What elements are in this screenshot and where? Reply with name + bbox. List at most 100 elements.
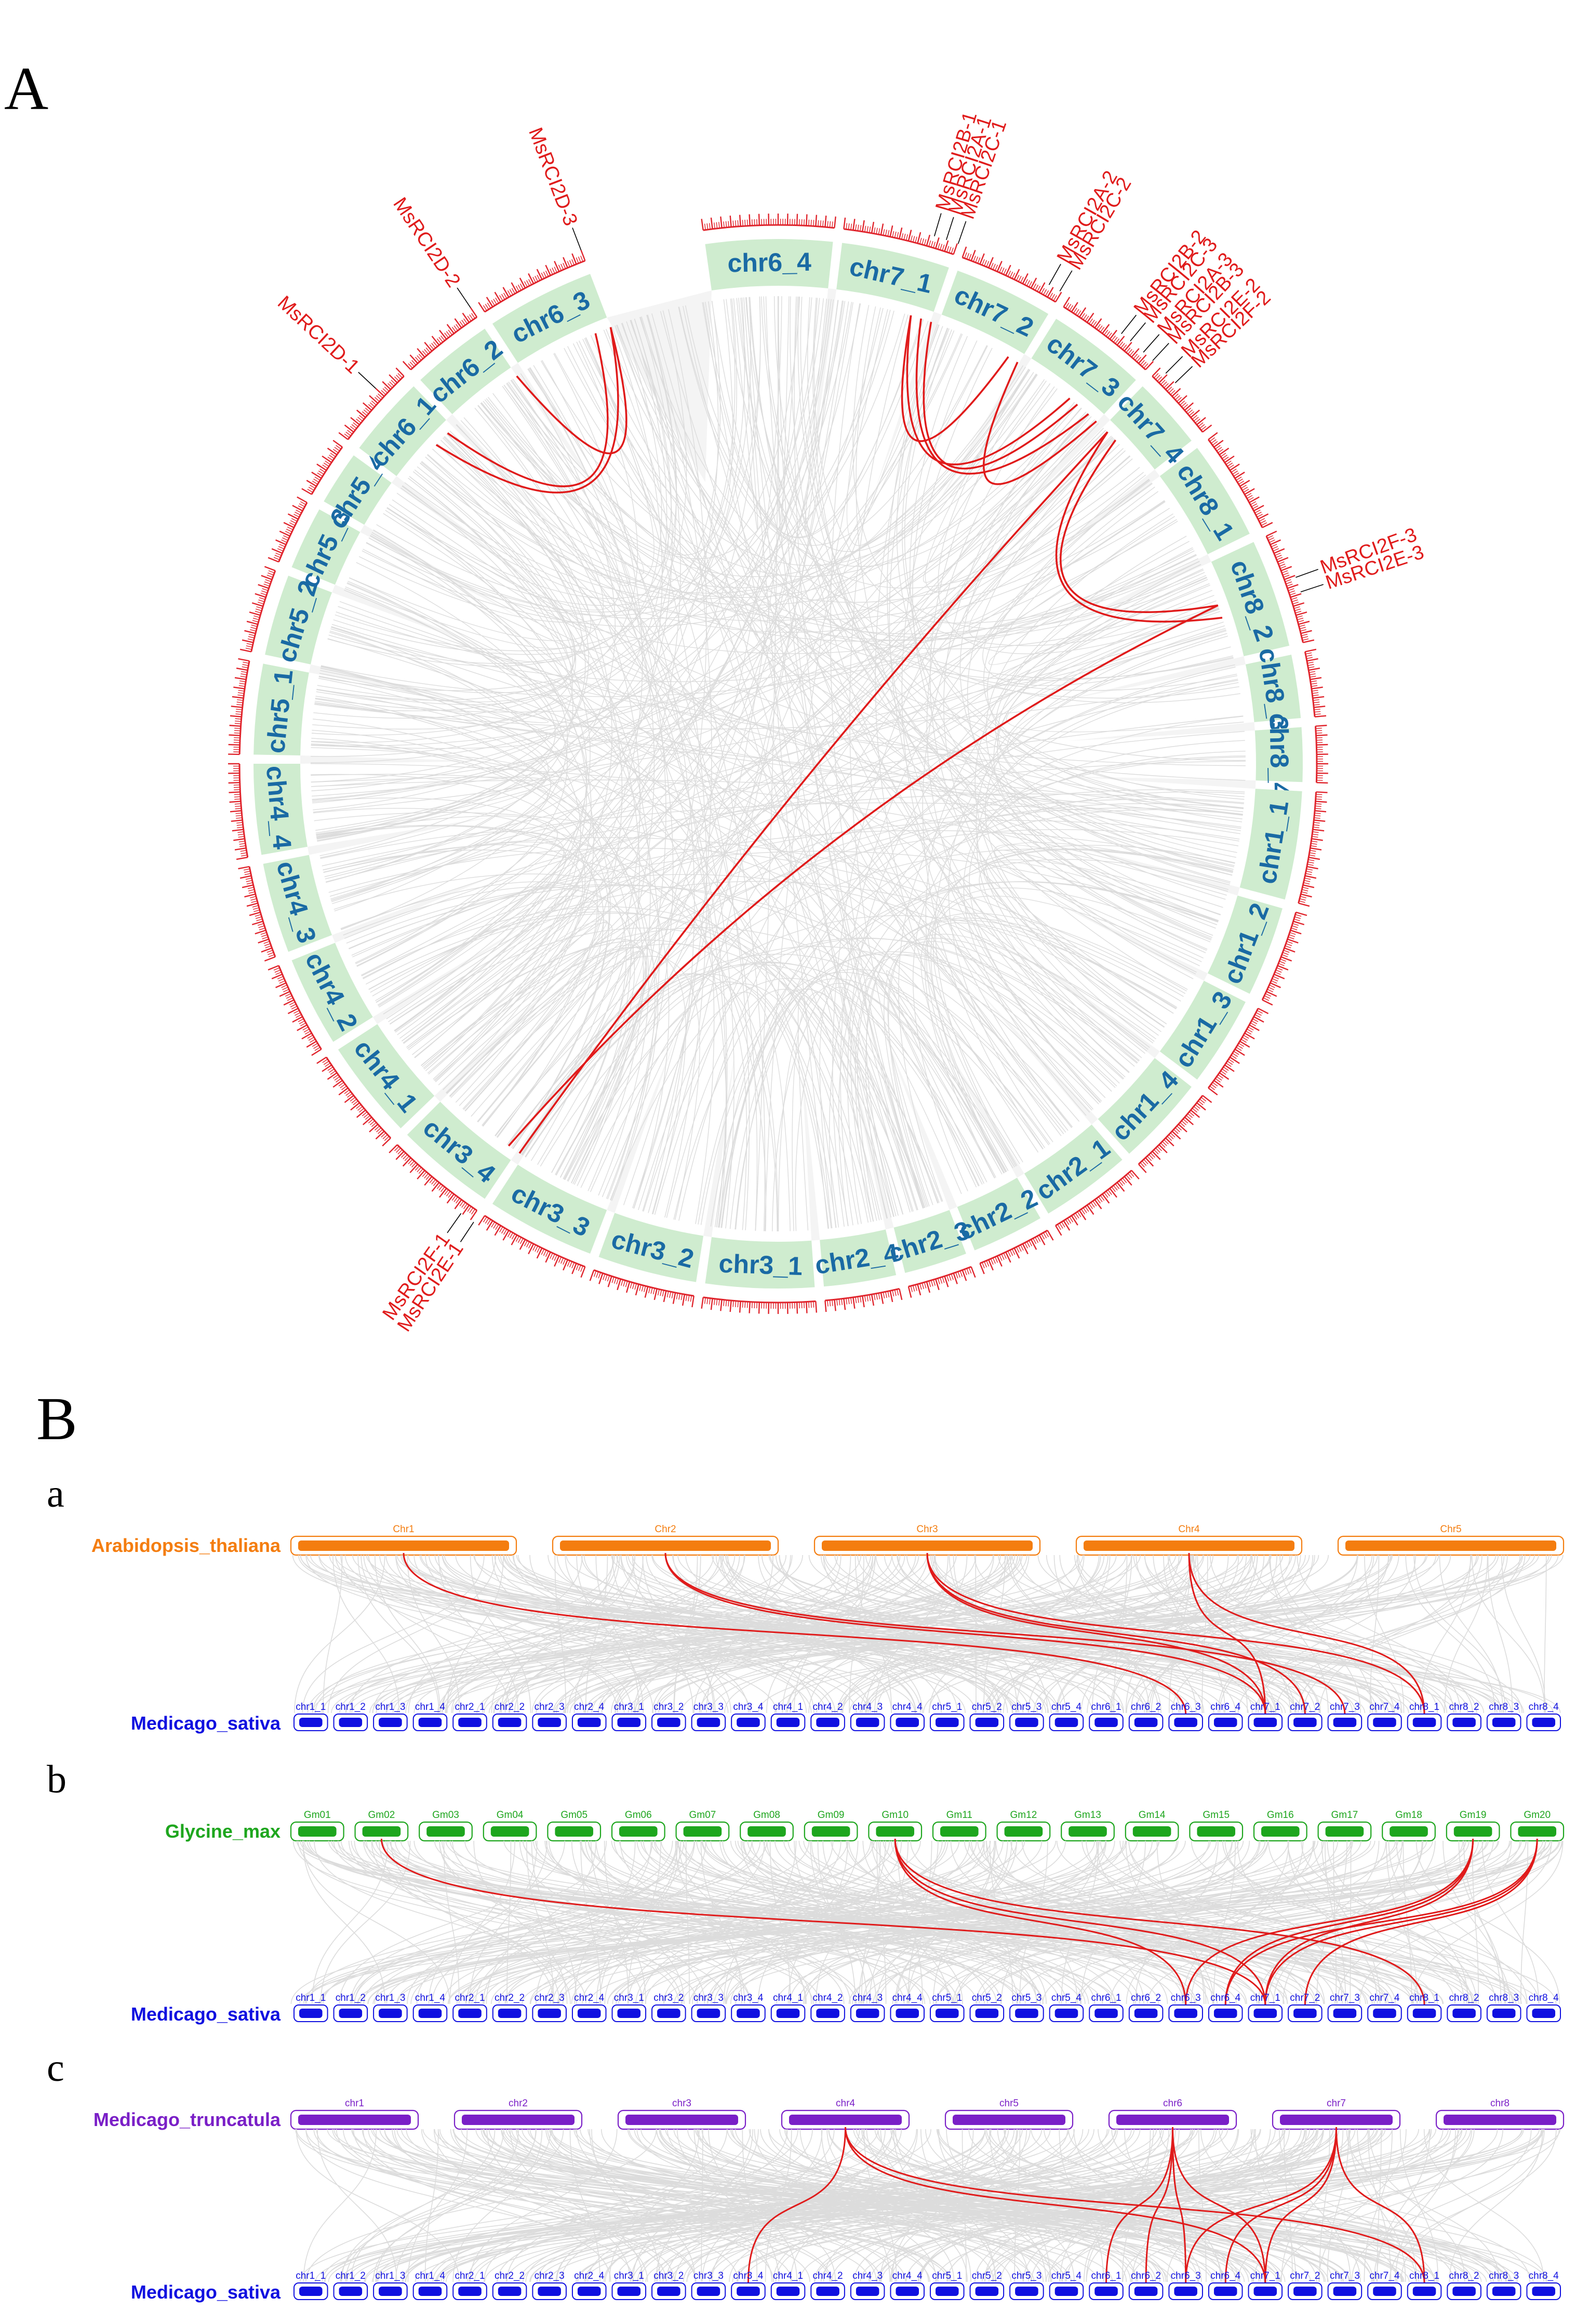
background-link [557, 1840, 977, 2004]
chromosome-bar [1253, 1718, 1277, 1727]
tick-mark [1236, 476, 1242, 481]
tick-mark [928, 1281, 931, 1287]
tick-mark [279, 980, 286, 984]
background-link [1364, 2129, 1393, 2282]
background-link [1172, 1555, 1374, 1714]
tick-mark [1293, 921, 1305, 925]
tick-mark [885, 229, 887, 236]
background-link [332, 1555, 400, 1714]
tick-mark [495, 1224, 499, 1230]
chromosome-label: chr4_3 [852, 1702, 883, 1712]
tick-mark [1240, 485, 1247, 489]
tick-mark [344, 1095, 354, 1103]
background-link [344, 1555, 857, 1714]
tick-mark [507, 290, 512, 297]
tick-mark [563, 262, 566, 269]
chromosome-bar [1452, 2009, 1476, 2018]
background-link [372, 2129, 551, 2282]
tick-mark [338, 1087, 349, 1096]
tick-mark [1315, 808, 1321, 809]
tick-mark [369, 402, 375, 407]
tick-mark [848, 223, 850, 230]
background-link [363, 2129, 611, 2282]
tick-mark [246, 882, 253, 885]
tick-baseline [347, 375, 405, 440]
background-synteny-links [295, 2129, 1561, 2282]
tick-mark [729, 215, 732, 228]
background-link [437, 1555, 838, 1714]
tick-mark [235, 720, 242, 722]
tick-mark [554, 261, 560, 272]
tick-mark [1013, 1247, 1020, 1259]
background-link [302, 1840, 450, 2004]
tick-baseline [484, 260, 585, 313]
background-link [314, 700, 551, 902]
rci2-link [1336, 2127, 1425, 2283]
tick-mark [357, 1106, 363, 1111]
chromosome-label: chr1_1 [296, 2270, 326, 2281]
tick-mark [230, 715, 242, 718]
tick-mark [1293, 606, 1300, 609]
tick-mark [933, 1279, 936, 1286]
tick-mark [1164, 383, 1169, 388]
tick-mark [1126, 1175, 1131, 1180]
chromosome-label: chr5_3 [1011, 1993, 1041, 2003]
tick-mark [1312, 836, 1318, 838]
tick-mark [1308, 854, 1315, 857]
tick-mark [558, 264, 562, 271]
background-link [336, 456, 582, 663]
tick-mark [307, 488, 313, 493]
tick-mark [1312, 692, 1319, 694]
chromosome-bar [379, 2287, 402, 2296]
tick-mark [1167, 387, 1172, 392]
background-link [823, 1555, 1269, 1714]
background-link [866, 1555, 1358, 1714]
background-link [303, 2129, 377, 2282]
tick-mark [448, 329, 452, 335]
chromosome-outline [930, 2282, 965, 2300]
tick-mark [282, 537, 288, 541]
chromosome-bar [339, 1718, 363, 1727]
chromosome-label: chr7_2 [1290, 1702, 1320, 1712]
chromosome-outline [412, 2282, 448, 2300]
tick-mark [499, 295, 503, 301]
background-link [1062, 2129, 1444, 2282]
tick-mark [1129, 1172, 1134, 1177]
chromosome-bar [1373, 2287, 1396, 2296]
tick-mark [459, 1201, 464, 1206]
tick-mark [625, 1281, 628, 1287]
gene-pointer-line [1143, 334, 1160, 353]
tick-mark [1298, 620, 1304, 622]
background-link [312, 1555, 1204, 1714]
background-link [443, 799, 1244, 1090]
tick-baseline [410, 316, 477, 370]
chromosome-bar [1532, 2009, 1555, 2018]
background-link [333, 1840, 821, 2004]
background-link [1337, 1840, 1512, 2004]
chromosome-label: chr3_2 [653, 1993, 684, 2003]
tick-mark [1239, 480, 1250, 487]
tick-mark [362, 1117, 372, 1125]
tick-mark [580, 1266, 583, 1272]
background-link [348, 885, 1080, 1122]
background-link [311, 774, 586, 1097]
chromosome-bar [1333, 2009, 1357, 2018]
tick-mark [536, 269, 543, 280]
tick-mark [596, 1271, 599, 1278]
chromosome-label: chr2_4 [574, 2270, 605, 2281]
tick-mark [1283, 572, 1289, 576]
tick-mark [233, 686, 245, 689]
tick-mark [234, 796, 241, 798]
background-link [604, 1840, 765, 2004]
chromosome-bar [1004, 1826, 1043, 1837]
gene-pointer-line [1048, 263, 1061, 285]
tick-mark [962, 1270, 967, 1281]
chromosome-label: chr4_1 [773, 2270, 803, 2281]
chromosome-label: chr2_2 [495, 2270, 525, 2281]
tick-mark [1314, 706, 1326, 708]
tick-mark [887, 1291, 890, 1298]
background-link [722, 1840, 1067, 2004]
tick-mark [232, 696, 244, 699]
tick-mark [318, 470, 324, 475]
tick-mark [1171, 388, 1181, 397]
